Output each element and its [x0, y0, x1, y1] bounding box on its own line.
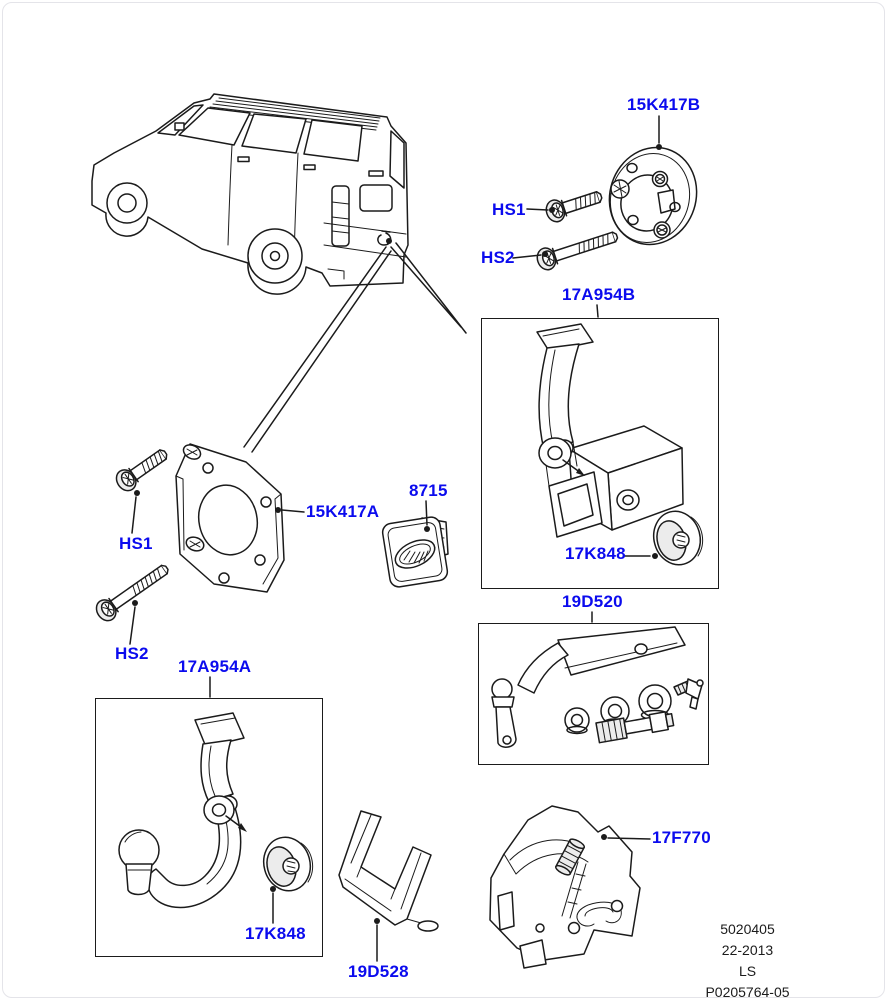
part-label-17K848-b[interactable]: 17K848 — [565, 544, 626, 563]
drawbar-assembly-illustration — [536, 323, 707, 571]
reference-model-code: LS — [738, 963, 757, 979]
dome-cap-small — [564, 707, 590, 735]
part-label-17F770[interactable]: 17F770 — [652, 828, 711, 847]
part-label-17A954A[interactable]: 17A954A — [178, 657, 252, 676]
mounting-bracket-illustration — [489, 805, 641, 969]
dome-cap-large — [638, 684, 672, 721]
part-label-19D520[interactable]: 19D520 — [562, 592, 623, 611]
part-label-HS2-left[interactable]: HS2 — [115, 644, 149, 663]
towbar-assembly-illustration — [118, 712, 317, 909]
fitting-kit-box — [478, 623, 709, 765]
towbar-assembly-box — [95, 698, 323, 957]
part-label-17K848-a[interactable]: 17K848 — [245, 924, 306, 943]
part-label-8715[interactable]: 8715 — [409, 481, 448, 500]
reference-date: 22-2013 — [721, 942, 774, 958]
part-label-HS2-rear[interactable]: HS2 — [481, 248, 515, 267]
spacer-ring-illustration — [608, 146, 698, 246]
part-label-15K417A[interactable]: 15K417A — [306, 502, 380, 521]
part-label-HS1-left[interactable]: HS1 — [119, 534, 153, 553]
part-label-15K417B[interactable]: 15K417B — [627, 95, 701, 114]
screw-hs2-rear-illustration — [533, 224, 622, 273]
vehicle-illustration — [91, 93, 409, 295]
part-label-17A954B[interactable]: 17A954B — [562, 285, 636, 304]
spacer-plate-illustration — [175, 443, 285, 593]
reference-number: 5020405 — [720, 921, 775, 937]
part-label-19D528[interactable]: 19D528 — [348, 962, 409, 981]
reference-block: 5020405 22-2013 LS P0205764-05 — [655, 919, 840, 1000]
support-cradle-illustration — [338, 810, 439, 932]
badge-cover-illustration — [381, 516, 449, 588]
drawbar-assembly-box — [481, 318, 719, 589]
part-label-HS1-rear[interactable]: HS1 — [492, 200, 526, 219]
reference-drawing-number: P0205764-05 — [705, 984, 790, 1000]
fitting-kit-illustration — [491, 626, 704, 748]
